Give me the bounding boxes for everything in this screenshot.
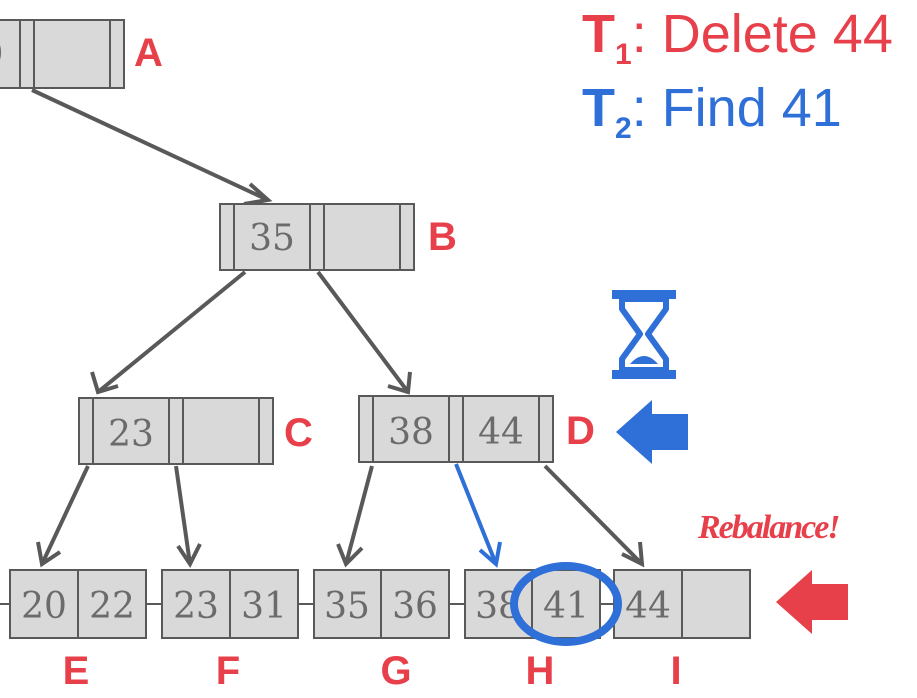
- edge-c-e: [40, 465, 90, 565]
- node-c-label: C: [284, 411, 313, 455]
- leaf-e: 20 22 E: [9, 569, 147, 693]
- leaf-f: 23 31 F: [161, 569, 299, 693]
- legend: T1: Delete 44 T2: Find 41: [582, 4, 893, 145]
- arrow-left-icon: [616, 400, 688, 464]
- node-c: 23 C: [78, 397, 313, 465]
- node-a-key-1: 0: [0, 34, 3, 75]
- leaf-h-label: H: [526, 649, 555, 693]
- leaf-g: 35 36 G: [313, 569, 450, 693]
- leaf-f-label: F: [216, 649, 240, 693]
- node-b-label: B: [428, 215, 457, 259]
- node-d-key-1: 38: [388, 412, 434, 453]
- legend-t1: T1: Delete 44: [582, 4, 893, 71]
- node-a-label: A: [134, 31, 163, 75]
- hourglass-icon: [612, 290, 676, 379]
- node-b-key-1: 35: [249, 218, 295, 259]
- node-d-label: D: [566, 409, 595, 453]
- leaf-e-key-2: 22: [89, 586, 135, 627]
- edge-a-b: [31, 88, 269, 202]
- edge-c-f: [174, 465, 192, 565]
- node-d: 38 44 D: [358, 395, 595, 463]
- leaf-f-key-2: 31: [241, 586, 287, 627]
- leaf-g-key-2: 36: [392, 586, 438, 627]
- node-b: 35 B: [219, 203, 457, 271]
- rebalance-label: Rebalance!: [697, 509, 839, 546]
- tree-edges: [31, 88, 644, 566]
- leaf-g-label: G: [380, 649, 411, 693]
- legend-t2: T2: Find 41: [582, 78, 842, 145]
- edge-b-d: [316, 270, 410, 394]
- leaf-e-label: E: [63, 649, 90, 693]
- arrow-left-icon: [776, 570, 848, 634]
- edge-d-g: [344, 465, 374, 565]
- leaf-e-key-1: 20: [21, 586, 67, 627]
- leaf-g-key-1: 35: [324, 586, 370, 627]
- edge-d-i: [543, 464, 644, 566]
- leaf-f-key-1: 23: [173, 586, 219, 627]
- leaf-i: 44 I: [613, 569, 751, 693]
- node-d-key-2: 44: [478, 412, 524, 453]
- find-target-highlight: [510, 562, 622, 646]
- leaf-i-label: I: [670, 649, 681, 693]
- edge-arrowheads: [36, 182, 645, 568]
- leaf-h-key-2: 41: [543, 586, 589, 627]
- node-c-key-1: 23: [108, 414, 154, 455]
- leaf-i-key-1: 44: [625, 586, 671, 627]
- edge-b-c: [96, 270, 247, 394]
- search-path-d-h: [454, 463, 498, 565]
- leaf-h: 38 41 H: [464, 569, 601, 693]
- node-a: 0 A: [0, 19, 163, 89]
